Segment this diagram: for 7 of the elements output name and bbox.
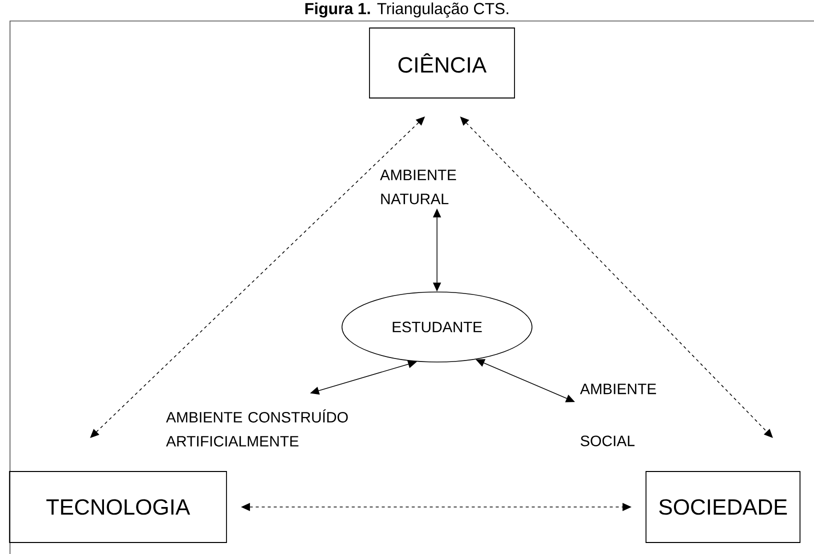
science-box: CIÊNCIA xyxy=(369,28,515,98)
figure-title: Figura 1. Triangulação CTS. xyxy=(303,2,511,18)
environment-label: AMBIENTE CONSTRUÍDO ARTIFICIALMENTE xyxy=(166,409,348,447)
society-box: SOCIEDADE xyxy=(646,471,800,543)
environment-label: AMBIENTE NATURAL xyxy=(380,170,456,204)
technology-box: TECNOLOGIA xyxy=(9,471,227,543)
environment-label: AMBIENTE SOCIAL xyxy=(580,384,656,446)
